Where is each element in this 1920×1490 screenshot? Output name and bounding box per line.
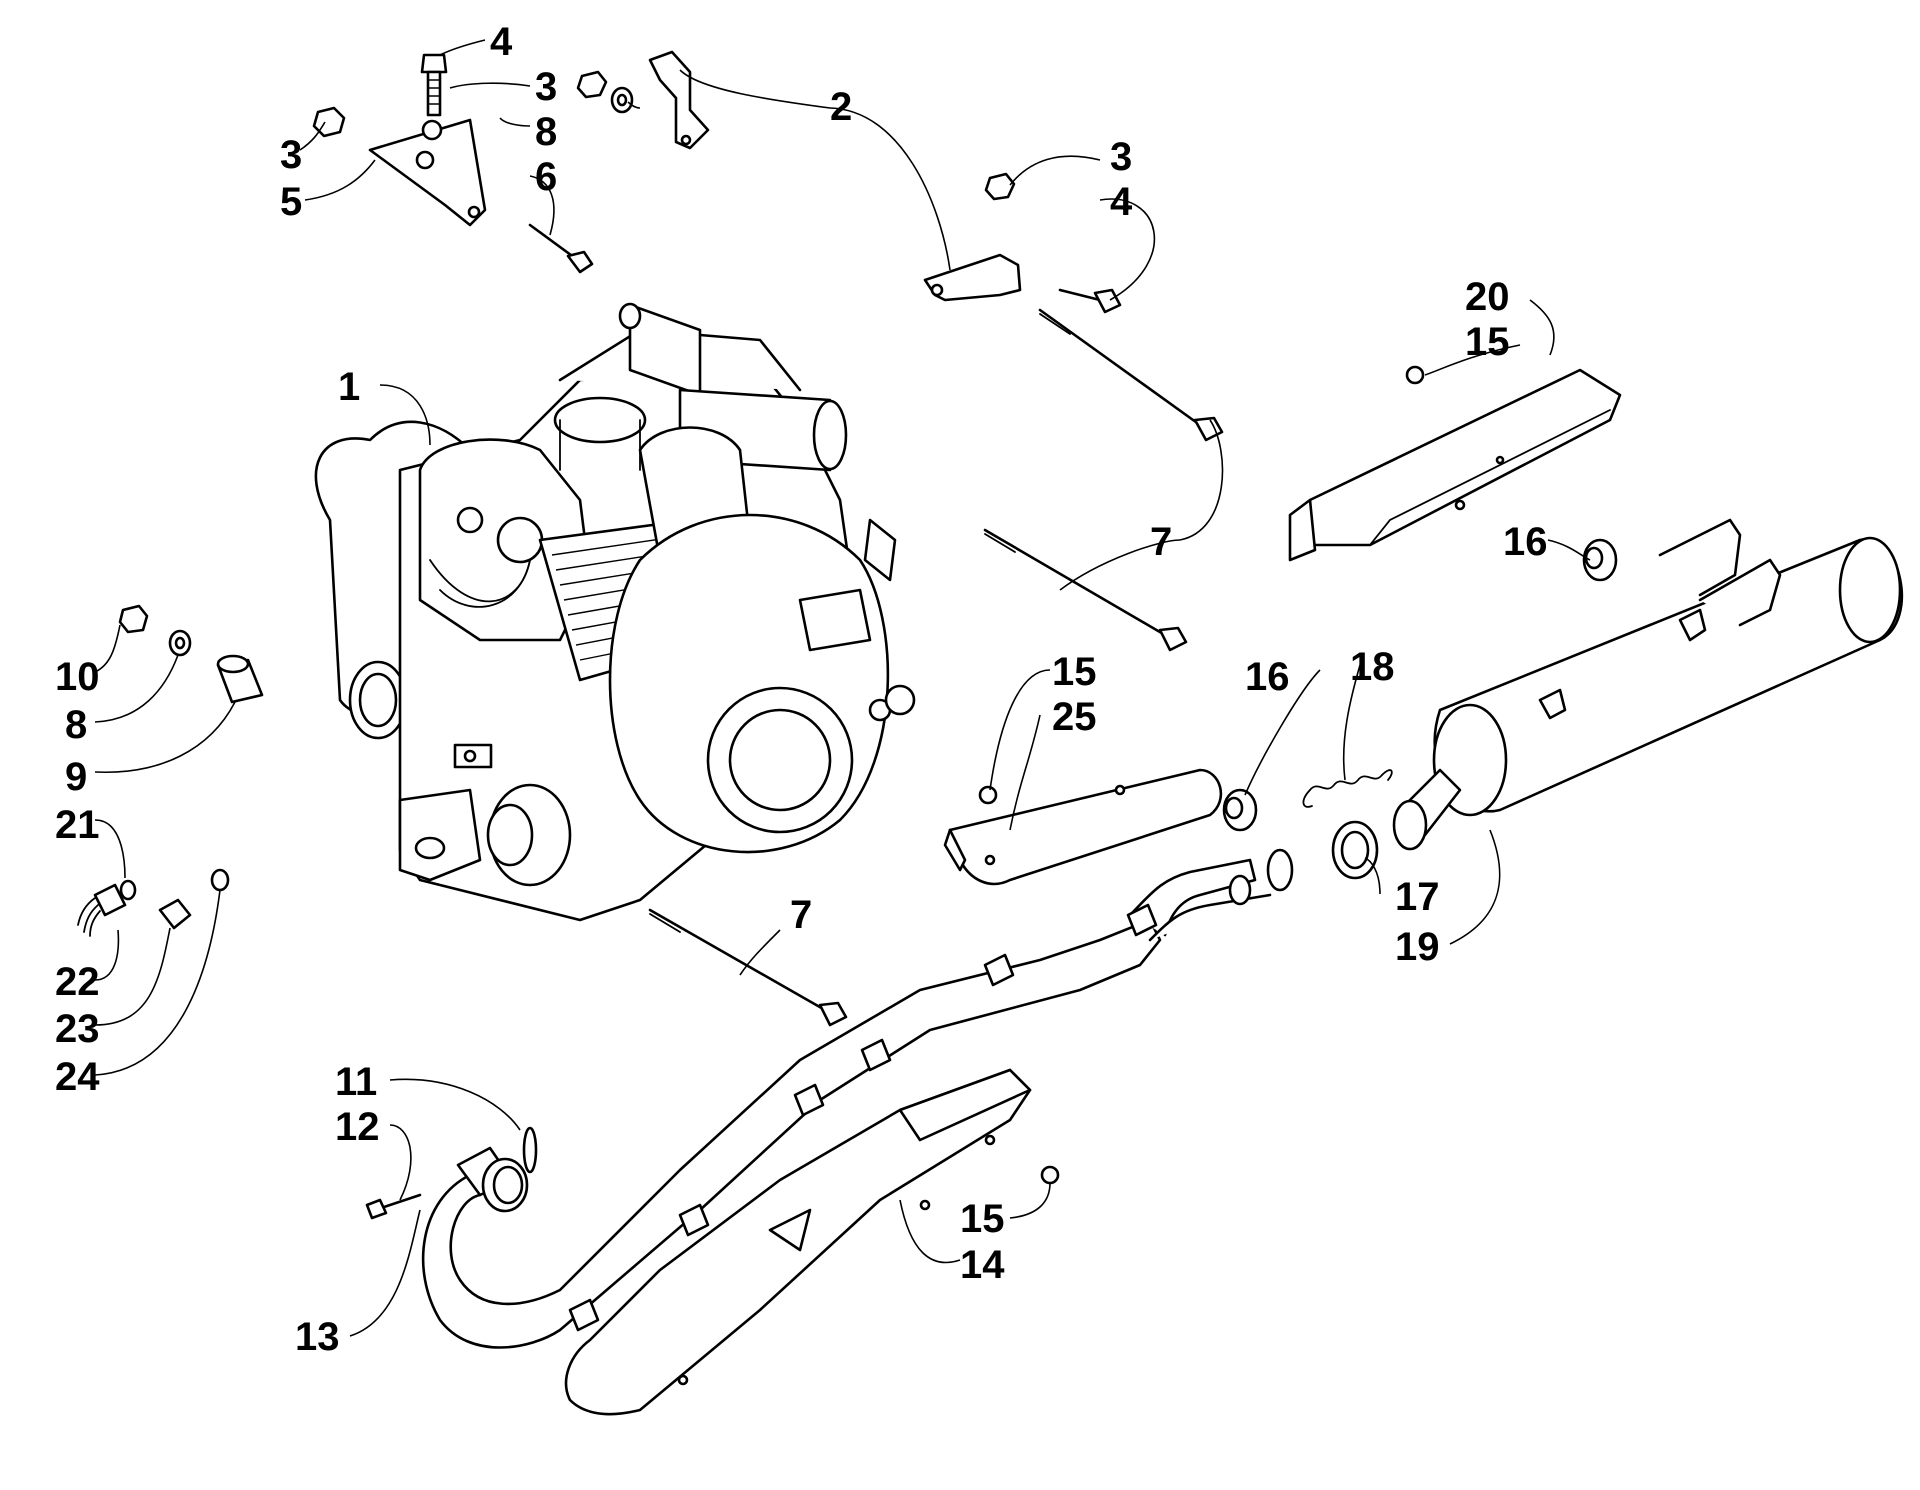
callout-2: 2 xyxy=(830,85,852,129)
grommet-16-left xyxy=(1222,788,1258,832)
callout-9: 9 xyxy=(65,755,87,799)
nut-washer-upper xyxy=(576,70,634,114)
callout-15-upper: 15 xyxy=(1465,320,1510,364)
washer-24 xyxy=(210,868,230,892)
leader-lines xyxy=(94,39,1591,1337)
washer-8-lower xyxy=(168,629,192,657)
callout-4-top: 4 xyxy=(490,20,513,64)
spacer-9 xyxy=(216,654,264,704)
exhaust-bolt-12 xyxy=(365,1193,422,1220)
callout-13: 13 xyxy=(295,1315,340,1359)
muffler-19 xyxy=(1392,518,1904,851)
callout-5: 5 xyxy=(280,180,302,224)
screw-15-middle xyxy=(978,785,998,805)
callout-7-lower: 7 xyxy=(790,893,812,937)
callout-16-left: 16 xyxy=(1245,655,1290,699)
mount-bolt-top xyxy=(420,53,448,117)
sensor-23 xyxy=(158,898,192,930)
callout-10: 10 xyxy=(55,655,100,699)
callout-15-lower: 15 xyxy=(960,1197,1005,1241)
callout-21: 21 xyxy=(55,803,100,847)
callout-23: 23 xyxy=(55,1007,100,1051)
heat-shield-14 xyxy=(564,1068,1032,1416)
engine-mount-bracket-upper xyxy=(648,50,710,150)
callout-25: 25 xyxy=(1052,695,1097,739)
mount-bolt-6 xyxy=(528,223,594,274)
callout-17: 17 xyxy=(1395,875,1440,919)
mount-bolt-right xyxy=(1058,288,1122,314)
exhaust-head-pipe xyxy=(421,848,1294,1349)
callout-12: 12 xyxy=(335,1105,380,1149)
through-bolt-middle xyxy=(983,528,1188,652)
callout-22: 22 xyxy=(55,960,100,1004)
screw-15-lower xyxy=(1040,1165,1060,1185)
exhaust-gasket-11 xyxy=(522,1126,538,1174)
callout-16-right: 16 xyxy=(1503,520,1548,564)
callout-3-left: 3 xyxy=(280,133,302,177)
callout-24: 24 xyxy=(55,1055,100,1099)
heat-shield-25 xyxy=(943,768,1223,886)
callout-15-middle: 15 xyxy=(1052,650,1097,694)
nut-10 xyxy=(118,604,149,634)
grommet-16-right xyxy=(1582,538,1618,582)
callout-3-upper: 3 xyxy=(535,65,557,109)
screw-15-upper xyxy=(1405,365,1425,385)
callout-19: 19 xyxy=(1395,925,1440,969)
callout-7-upper: 7 xyxy=(1150,520,1172,564)
callout-11: 11 xyxy=(335,1060,377,1104)
callout-3-right: 3 xyxy=(1110,135,1132,179)
gasket-17 xyxy=(1331,820,1379,880)
through-bolt-lower xyxy=(648,908,848,1027)
callout-8-lower: 8 xyxy=(65,703,87,747)
callout-20: 20 xyxy=(1465,275,1510,319)
spring-18 xyxy=(1302,769,1393,808)
callout-8-upper: 8 xyxy=(535,110,557,154)
callout-4-right: 4 xyxy=(1110,180,1133,224)
engine-mount-bracket-left xyxy=(368,118,487,227)
through-bolt-upper xyxy=(1038,308,1224,442)
callout-18: 18 xyxy=(1350,645,1395,689)
engine-assembly xyxy=(314,302,916,922)
callout-labels: 4 3 8 2 3 5 6 3 4 1 20 15 16 7 10 8 9 21… xyxy=(55,20,1548,1359)
heat-shield-20 xyxy=(1288,368,1622,562)
callout-14: 14 xyxy=(960,1243,1005,1287)
nut-right xyxy=(984,172,1016,201)
engine-mount-bracket-right xyxy=(923,253,1022,302)
callout-1: 1 xyxy=(338,365,360,409)
sensor-22 xyxy=(77,879,137,937)
callout-6: 6 xyxy=(535,155,557,199)
